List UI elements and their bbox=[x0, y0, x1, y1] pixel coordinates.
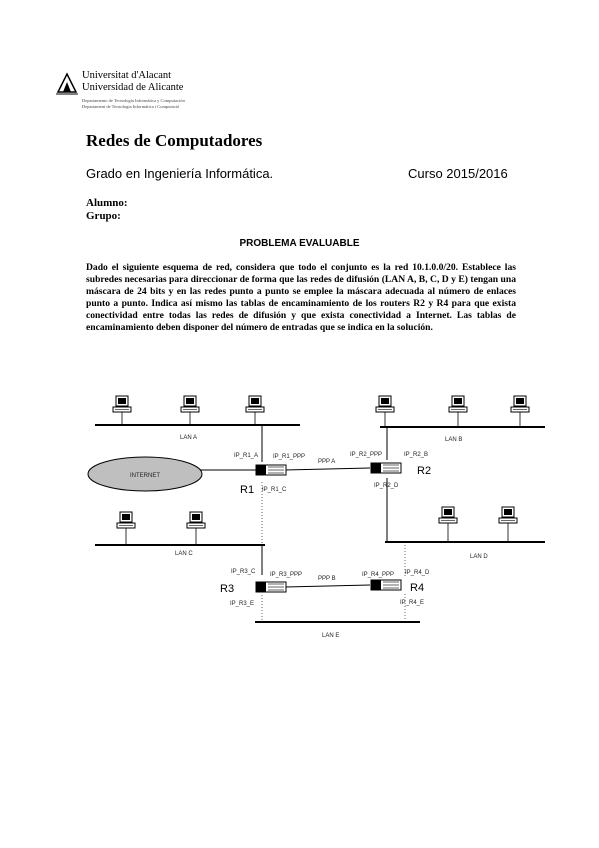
lan-a-label: LAN A bbox=[180, 435, 197, 441]
problem-title: PROBLEMA EVALUABLE bbox=[239, 238, 360, 249]
interface-r4-ppp: IP_R4_PPP bbox=[362, 572, 394, 578]
router-icon bbox=[370, 462, 402, 474]
router-icon bbox=[370, 579, 402, 591]
router-icon bbox=[255, 464, 287, 476]
lan-c: LAN C bbox=[95, 511, 265, 557]
computer-icon bbox=[375, 395, 395, 413]
computer-icon bbox=[116, 511, 136, 529]
ppp-b-label: PPP B bbox=[318, 576, 336, 582]
interface-r1-a: IP_R1_A bbox=[234, 453, 258, 459]
university-line-2: Universidad de Alicante bbox=[82, 82, 184, 93]
lan-d: LAN D bbox=[385, 506, 545, 560]
interface-r2-ppp: IP_R2_PPP bbox=[350, 452, 382, 458]
lan-c-label: LAN C bbox=[175, 551, 193, 557]
interface-r2-d: IP_R2_D bbox=[374, 483, 399, 489]
lan-e-label: LAN E bbox=[322, 633, 339, 639]
router-r3-label: R3 bbox=[220, 583, 234, 595]
lan-b-label: LAN B bbox=[445, 437, 462, 443]
ppp-a-link bbox=[284, 467, 371, 471]
computer-icon bbox=[186, 511, 206, 529]
department-line-1: Departamento de Tecnología Informática y… bbox=[82, 98, 185, 103]
computer-icon bbox=[245, 395, 265, 413]
internet-label: INTERNET bbox=[130, 473, 160, 479]
university-logo-icon bbox=[56, 72, 78, 95]
interface-r4-e: IP_R4_E bbox=[400, 600, 424, 606]
group-field-label: Grupo: bbox=[86, 210, 121, 222]
router-r2-label: R2 bbox=[417, 465, 431, 477]
academic-year: Curso 2015/2016 bbox=[408, 166, 508, 181]
internet-cloud bbox=[87, 456, 203, 492]
interface-r1-ppp: IP_R1_PPP bbox=[273, 454, 305, 460]
ppp-a-label: PPP A bbox=[318, 459, 335, 465]
interface-r3-c: IP_R3_C bbox=[231, 569, 256, 575]
university-name: Universitat d'Alacant Universidad de Ali… bbox=[82, 70, 183, 94]
lan-a: LAN A bbox=[95, 395, 300, 441]
lan-b: LAN B bbox=[375, 395, 545, 443]
computer-icon bbox=[510, 395, 530, 413]
interface-r4-d: IP_R4_D bbox=[405, 570, 430, 576]
computer-icon bbox=[448, 395, 468, 413]
interface-r2-b: IP_R2_B bbox=[404, 452, 428, 458]
ppp-b-link bbox=[284, 584, 371, 588]
router-icon bbox=[255, 581, 287, 593]
interface-r3-e: IP_R3_E bbox=[230, 601, 254, 607]
student-field-label: Alumno: bbox=[86, 197, 128, 209]
computer-icon bbox=[438, 506, 458, 524]
lan-d-label: LAN D bbox=[470, 554, 488, 560]
interface-r1-c: IP_R1_C bbox=[262, 487, 287, 493]
computer-icon bbox=[112, 395, 132, 413]
computer-icon bbox=[498, 506, 518, 524]
router-r4-label: R4 bbox=[410, 582, 424, 594]
degree-name: Grado en Ingeniería Informática. bbox=[86, 166, 274, 181]
department-name: Departamento de Tecnología Informática y… bbox=[82, 98, 185, 109]
department-line-2: Departament de Tecnologia Informàtica i … bbox=[82, 103, 180, 109]
router-r1-label: R1 bbox=[240, 484, 254, 496]
problem-statement: Dado el siguiente esquema de red, consid… bbox=[86, 262, 516, 333]
interface-r3-ppp: IP_R3_PPP bbox=[270, 572, 302, 578]
course-title: Redes de Computadores bbox=[86, 131, 263, 150]
university-line-1: Universitat d'Alacant bbox=[82, 70, 172, 81]
lan-e: LAN E bbox=[255, 621, 420, 639]
computer-icon bbox=[180, 395, 200, 413]
